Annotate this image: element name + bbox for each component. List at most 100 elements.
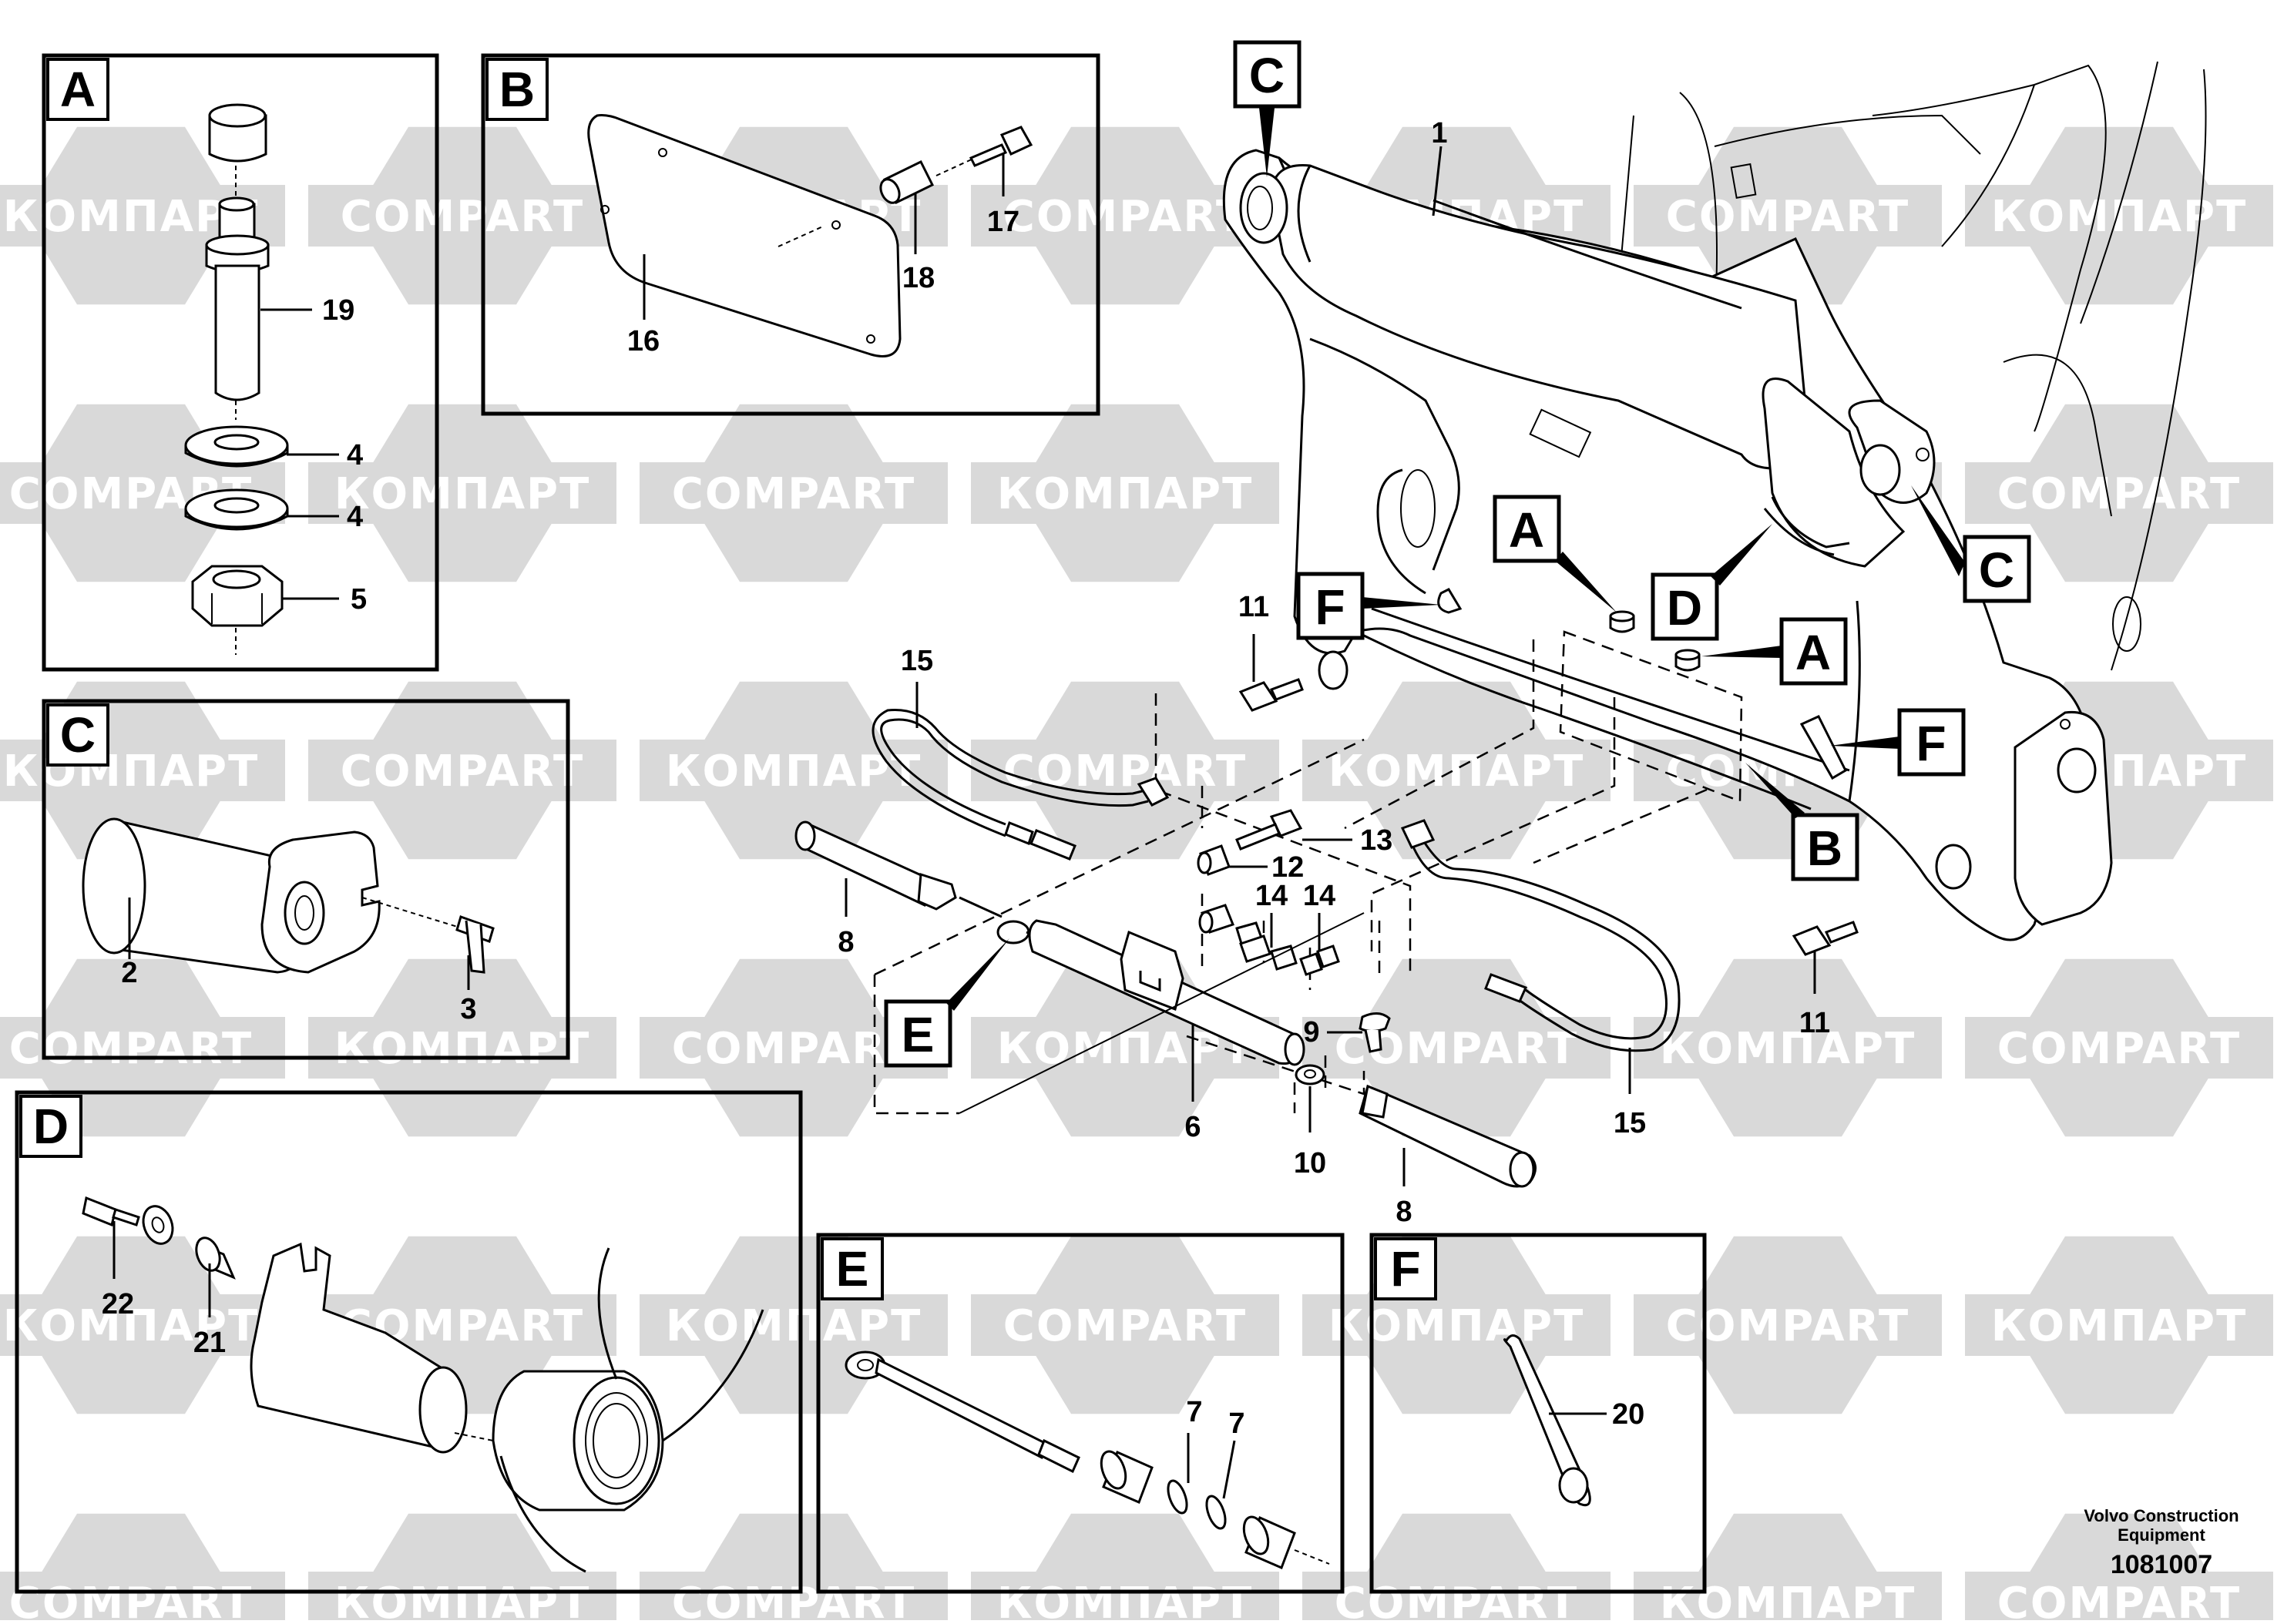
detail-view-f: F 20 bbox=[1369, 1233, 1707, 1594]
part-number-21: 21 bbox=[193, 1327, 226, 1359]
part-number-15: 15 bbox=[901, 645, 933, 677]
adapter-part bbox=[1198, 904, 1264, 948]
adapter-part bbox=[1239, 934, 1298, 971]
grease-nipple-part bbox=[1674, 649, 1701, 672]
piston-rod-part bbox=[845, 1351, 1080, 1474]
watermark-text: COMPART bbox=[341, 747, 584, 797]
watermark-logo: COMPART bbox=[1965, 958, 2273, 1137]
watermark-text: COMPART bbox=[1666, 192, 1909, 242]
hydraulic-hose-part bbox=[1400, 819, 1681, 1052]
watermark-logo: КОМПАРТ bbox=[1965, 126, 2273, 305]
callout-f-left: F bbox=[1296, 572, 1441, 640]
callout-a-right: A bbox=[1701, 617, 1848, 686]
part-number-20: 20 bbox=[1612, 1398, 1644, 1431]
main-assembly-view: ROCKSHIELD bbox=[794, 40, 2207, 1228]
watermark-text: COMPART bbox=[1666, 1301, 1909, 1351]
callout-d: D bbox=[1651, 524, 1772, 641]
part-number-9: 9 bbox=[1303, 1016, 1319, 1049]
part-number-5: 5 bbox=[351, 583, 367, 616]
watermark-text: COMPART bbox=[1997, 469, 2241, 519]
watermark-logo: COMPART bbox=[1965, 1513, 2273, 1624]
pin-part bbox=[794, 820, 1003, 918]
watermark-logo: КОМПАРТ bbox=[308, 958, 616, 1137]
part-number-8: 8 bbox=[1396, 1196, 1412, 1228]
svg-text:A: A bbox=[1795, 625, 1831, 680]
watermark-text: COMPART bbox=[9, 1024, 253, 1074]
watermark-text: COMPART bbox=[1003, 192, 1247, 242]
upper-pin-part bbox=[1239, 164, 1812, 470]
detail-a-letter: A bbox=[60, 62, 96, 117]
detail-view-a: A bbox=[42, 53, 439, 672]
watermark-logo: COMPART bbox=[1634, 126, 1942, 305]
brand-line-1: Volvo Construction bbox=[2084, 1506, 2239, 1525]
watermark-logo: COMPART bbox=[640, 1513, 948, 1624]
part-number-7: 7 bbox=[1186, 1396, 1202, 1428]
watermark-logo: КОМПАРТ bbox=[308, 1513, 616, 1624]
watermark-logo: COMPART bbox=[971, 126, 1279, 305]
detail-b-letter: B bbox=[499, 62, 535, 117]
footer: Volvo Construction Equipment 1081007 bbox=[2084, 1506, 2239, 1579]
part-number-10: 10 bbox=[1294, 1147, 1326, 1179]
watermark-logo: COMPART bbox=[971, 1236, 1279, 1414]
bolt-part bbox=[1359, 1012, 1391, 1053]
svg-text:F: F bbox=[1315, 579, 1345, 635]
part-number-18: 18 bbox=[902, 262, 935, 294]
washer-part bbox=[1295, 1064, 1325, 1085]
watermark-logo: КОМПАРТ bbox=[1302, 681, 1611, 860]
watermark-text: COMPART bbox=[672, 1024, 915, 1074]
watermark-text: COMPART bbox=[1997, 1579, 2241, 1620]
pin-with-lug-part bbox=[1762, 377, 1936, 568]
watermark-text: КОМПАРТ bbox=[1660, 1024, 1916, 1074]
svg-text:B: B bbox=[1807, 820, 1842, 876]
watermark-text: КОМПАРТ bbox=[1991, 1301, 2248, 1351]
detail-view-c: C 2 3 bbox=[42, 699, 570, 1060]
watermark-logo: COMPART bbox=[308, 681, 616, 860]
bolt-part bbox=[455, 915, 495, 974]
callout-c-top: C bbox=[1233, 40, 1302, 177]
grease-fitting-part bbox=[205, 196, 270, 401]
detail-c-letter: C bbox=[60, 707, 96, 763]
part-number-12: 12 bbox=[1271, 851, 1304, 884]
part-number-17: 17 bbox=[987, 206, 1019, 238]
watermark-text: КОМПАРТ bbox=[666, 747, 922, 797]
watermark-logo: COMPART bbox=[971, 681, 1279, 860]
watermark-logo: КОМПАРТ bbox=[1634, 958, 1942, 1137]
watermark-text: COMPART bbox=[672, 1579, 915, 1620]
watermark-logo: КОМПАРТ bbox=[308, 404, 616, 582]
watermark-logo: КОМПАРТ bbox=[971, 1513, 1279, 1624]
bolt-part bbox=[969, 126, 1033, 167]
part-number-1: 1 bbox=[1431, 117, 1447, 149]
watermark-logo: COMPART bbox=[1965, 404, 2273, 582]
watermark-text: КОМПАРТ bbox=[997, 469, 1254, 519]
nut-part bbox=[191, 565, 284, 627]
detail-view-d: D 22 21 bbox=[15, 1090, 803, 1594]
svg-text:F: F bbox=[1916, 716, 1946, 771]
washer-part bbox=[184, 488, 289, 531]
bolt-part bbox=[1792, 921, 1859, 956]
assembly-dashed-lines bbox=[959, 912, 1365, 1114]
part-number-19: 19 bbox=[322, 294, 354, 327]
svg-text:C: C bbox=[1249, 48, 1285, 103]
part-number-4: 4 bbox=[347, 439, 363, 471]
bolt-part bbox=[1238, 678, 1304, 712]
watermark-logo: COMPART bbox=[1634, 1236, 1942, 1414]
watermark-text: COMPART bbox=[341, 192, 584, 242]
watermark-text: КОМПАРТ bbox=[1991, 192, 2248, 242]
watermark-text: КОМПАРТ bbox=[334, 1579, 591, 1620]
bolt-part bbox=[1235, 809, 1303, 851]
watermark-text: КОМПАРТ bbox=[997, 1579, 1254, 1620]
watermark-logo: КОМПАРТ bbox=[0, 1236, 285, 1414]
spacer-part bbox=[195, 1236, 236, 1280]
watermark-logo: COMPART bbox=[1302, 958, 1611, 1137]
watermark-logo: КОМПАРТ bbox=[640, 1236, 948, 1414]
svg-text:D: D bbox=[1667, 580, 1702, 636]
detail-view-b: B 16 18 17 bbox=[481, 53, 1100, 416]
detail-e-letter: E bbox=[836, 1241, 869, 1297]
watermark-text: COMPART bbox=[1003, 1301, 1247, 1351]
watermark-text: COMPART bbox=[1003, 747, 1247, 797]
watermark-logo: COMPART bbox=[640, 404, 948, 582]
part-number-22: 22 bbox=[102, 1288, 134, 1320]
callout-b: B bbox=[1745, 763, 1859, 881]
svg-text:E: E bbox=[902, 1007, 935, 1062]
